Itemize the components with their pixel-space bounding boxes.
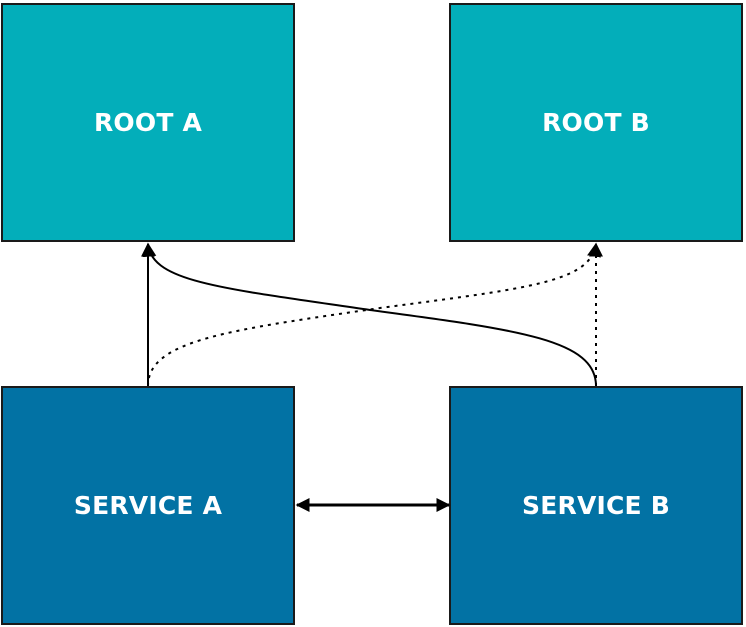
root-a-label: ROOT A xyxy=(93,108,203,137)
edge-service-b-to-root-a xyxy=(142,242,597,387)
service-a-node[interactable]: SERVICE A xyxy=(1,386,295,625)
root-b-label: ROOT B xyxy=(542,108,650,137)
edge-service-a-to-root-b xyxy=(147,242,601,387)
service-a-label: SERVICE A xyxy=(73,491,223,520)
service-b-label: SERVICE B xyxy=(522,491,670,520)
root-b-node[interactable]: ROOT B xyxy=(449,3,743,242)
root-a-node[interactable]: ROOT A xyxy=(1,3,295,242)
